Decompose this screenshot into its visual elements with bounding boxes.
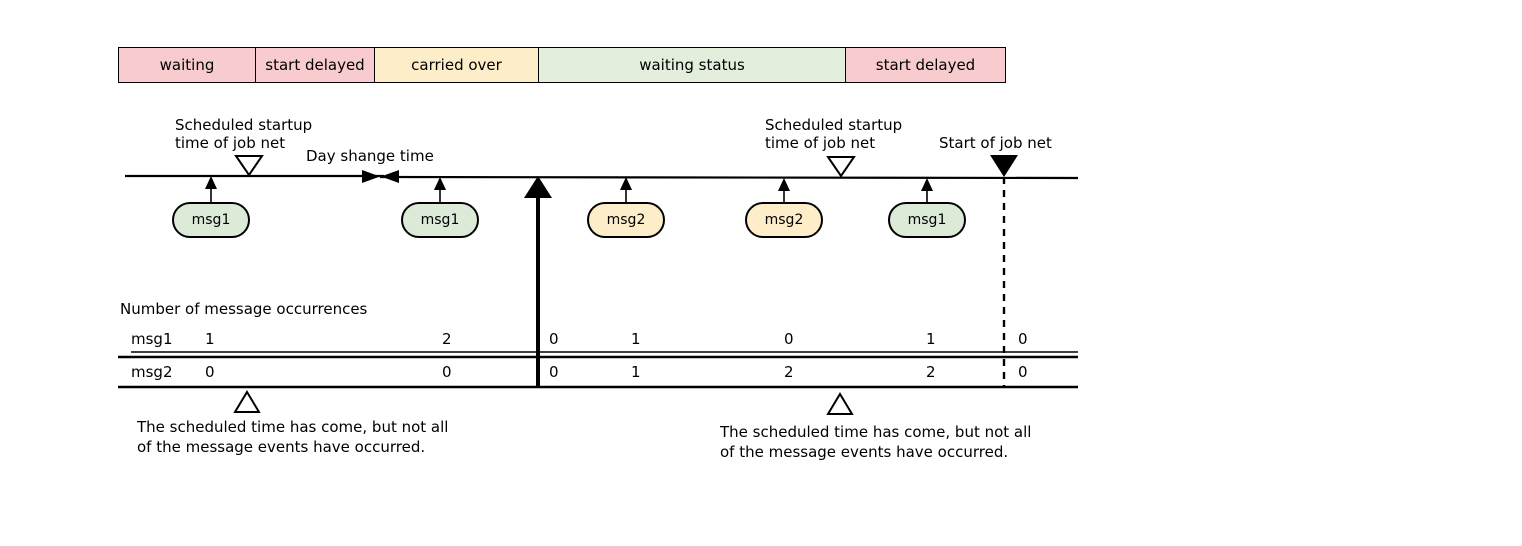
table-row-label-msg2: msg2 [131, 363, 173, 381]
table-row-label-msg1: msg1 [131, 330, 173, 348]
table-cell-msg1-3: 1 [631, 330, 641, 348]
footnote-marker-right-icon [826, 392, 854, 415]
message-bubble-msg1-1: msg1 [172, 202, 250, 238]
table-cell-msg1-2: 0 [549, 330, 559, 348]
table-cell-msg1-4: 0 [784, 330, 794, 348]
table-cell-msg1-0: 1 [205, 330, 215, 348]
day-change-arrow-right-icon [381, 170, 399, 183]
status-segment-start-delayed-2: start delayed [846, 48, 1005, 82]
day-change-arrow-left-icon [362, 170, 380, 183]
start-of-job-net-marker-icon [990, 155, 1018, 177]
message-bubble-msg1-3: msg1 [888, 202, 966, 238]
table-cell-msg1-6: 0 [1018, 330, 1028, 348]
message-bubble-msg2-2: msg2 [745, 202, 823, 238]
status-bar: waiting start delayed carried over waiti… [118, 47, 1006, 83]
status-segment-waiting: waiting [119, 48, 256, 82]
message-arrow-group [205, 176, 933, 202]
message-bubble-msg2-1: msg2 [587, 202, 665, 238]
footnote-right: The scheduled time has come, but not all… [720, 423, 1032, 461]
status-segment-start-delayed-1: start delayed [256, 48, 375, 82]
table-cell-msg2-3: 1 [631, 363, 641, 381]
table-cell-msg2-1: 0 [442, 363, 452, 381]
table-cell-msg2-6: 0 [1018, 363, 1028, 381]
footnote-left: The scheduled time has come, but not all… [137, 418, 449, 456]
scheduled-startup-marker-right-icon [826, 156, 856, 178]
start-of-job-net-label: Start of job net [939, 134, 1052, 152]
footnote-marker-left-icon [233, 390, 261, 413]
table-title: Number of message occurrences [120, 300, 368, 318]
table-cell-msg2-0: 0 [205, 363, 215, 381]
day-change-time-label: Day shange time [306, 147, 434, 165]
timeline-axis-right [379, 175, 1079, 180]
table-cell-msg2-2: 0 [549, 363, 559, 381]
status-segment-carried-over: carried over [375, 48, 539, 82]
table-cell-msg1-1: 2 [442, 330, 452, 348]
table-cell-msg2-4: 2 [784, 363, 794, 381]
table-cell-msg2-5: 2 [926, 363, 936, 381]
scheduled-startup-marker-left-icon [234, 155, 264, 177]
message-bubble-msg1-2: msg1 [401, 202, 479, 238]
status-segment-waiting-status: waiting status [539, 48, 846, 82]
trigger-arrow-head-icon [524, 176, 552, 198]
table-cell-msg1-5: 1 [926, 330, 936, 348]
